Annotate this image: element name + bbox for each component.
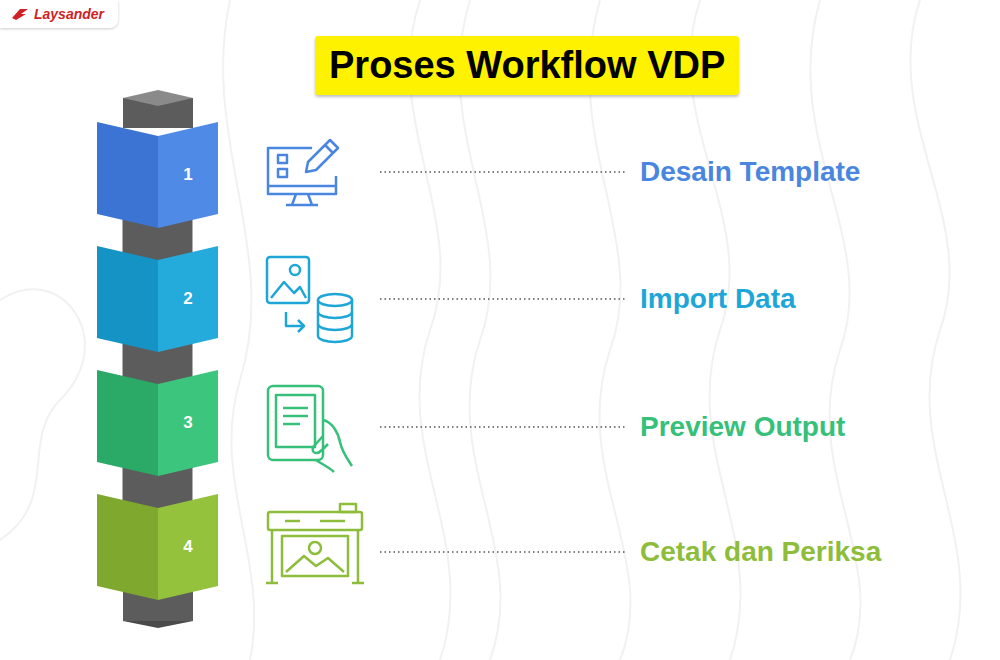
diagram-title: Proses Workflow VDP (315, 36, 739, 95)
step-label: Cetak dan Periksa (640, 536, 881, 568)
cube-shape (97, 242, 218, 352)
cube-block: 1 (97, 118, 218, 228)
step-label: Preview Output (640, 411, 845, 443)
logo-mark (10, 6, 30, 22)
step-number: 2 (158, 289, 218, 309)
leader-lines (380, 172, 625, 552)
cube-block: 3 (97, 366, 218, 476)
step-number: 4 (158, 537, 218, 557)
step-label: Desain Template (640, 156, 860, 188)
step-number: 3 (158, 413, 218, 433)
cube-shape (97, 490, 218, 600)
design-icon (268, 140, 338, 205)
cube-shape (97, 118, 218, 228)
import-icon (267, 257, 352, 342)
cube-block: 4 (97, 490, 218, 600)
cube-block: 2 (97, 242, 218, 352)
step-label: Import Data (640, 283, 796, 315)
preview-icon (268, 386, 352, 472)
printer-icon (266, 504, 364, 583)
cube-shape (97, 366, 218, 476)
step-number: 1 (158, 165, 218, 185)
brand-logo: Laysander (0, 0, 118, 28)
stem-top (123, 90, 193, 128)
